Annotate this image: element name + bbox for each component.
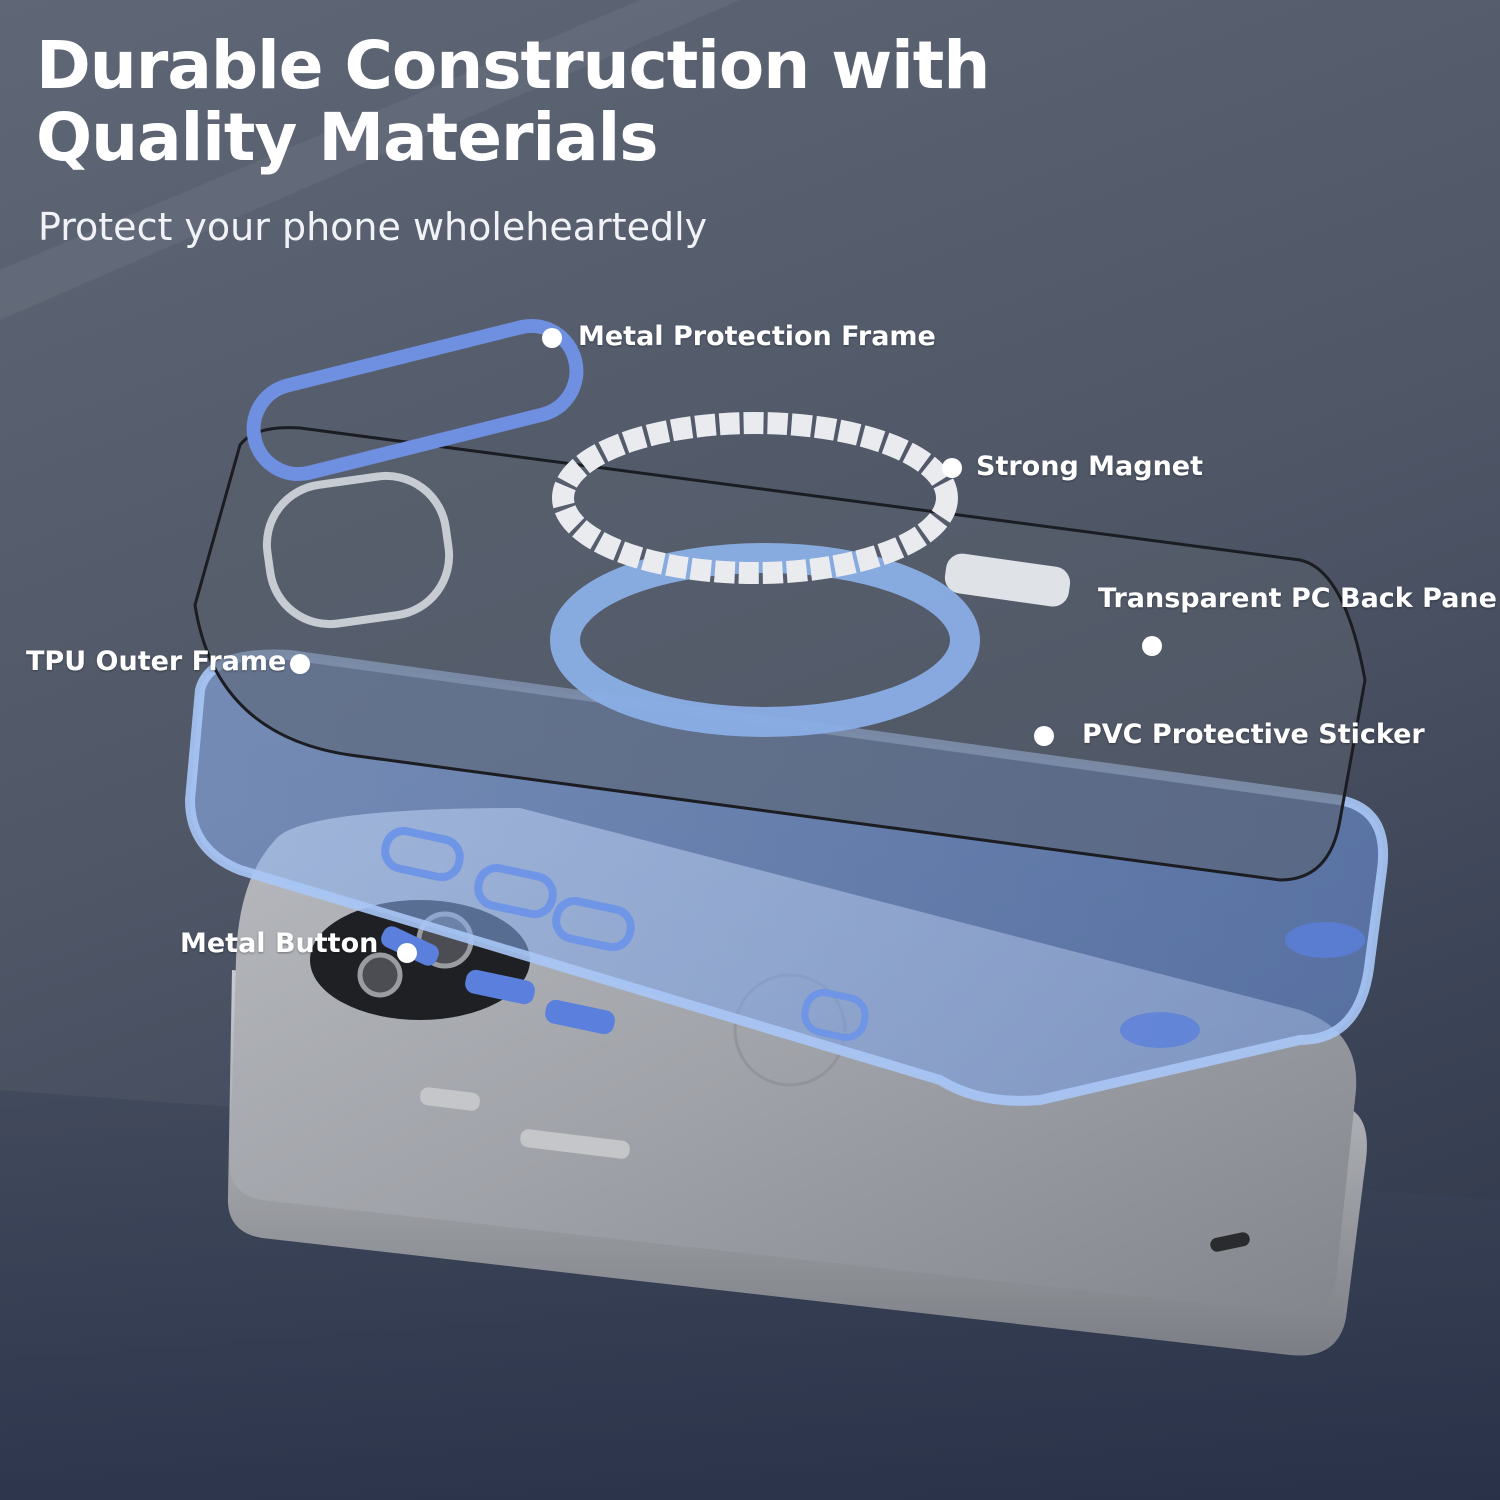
callout-dots: [290, 328, 1162, 963]
phone-port: [1210, 1232, 1250, 1252]
label-metal-button: Metal Button: [180, 928, 379, 959]
label-metal-protection-frame: Metal Protection Frame: [578, 321, 936, 352]
magnet-ring: [552, 412, 958, 584]
label-strong-magnet: Strong Magnet: [976, 451, 1204, 482]
light-streak: [0, 0, 740, 320]
pc-back-pane: [193, 426, 1367, 882]
phone-camera-lens-2: [357, 952, 403, 998]
metal-protection-frame: [246, 318, 584, 482]
label-transparent-pc-back-pane: Transparent PC Back Pane: [1098, 583, 1497, 614]
subtitle: Protect your phone wholeheartedly: [38, 205, 708, 249]
label-tpu-outer-frame: TPU Outer Frame: [26, 646, 287, 677]
headline-line-2: Quality Materials: [36, 99, 659, 176]
phone-side-button-1: [420, 1087, 480, 1111]
headline-line-1: Durable Construction with: [36, 27, 990, 104]
phone-side-button-2: [520, 1129, 630, 1159]
headline: Durable Construction with Quality Materi…: [36, 30, 1136, 174]
pvc-sticker-ring: [550, 543, 980, 737]
label-pvc-protective-sticker: PVC Protective Sticker: [1082, 719, 1425, 750]
